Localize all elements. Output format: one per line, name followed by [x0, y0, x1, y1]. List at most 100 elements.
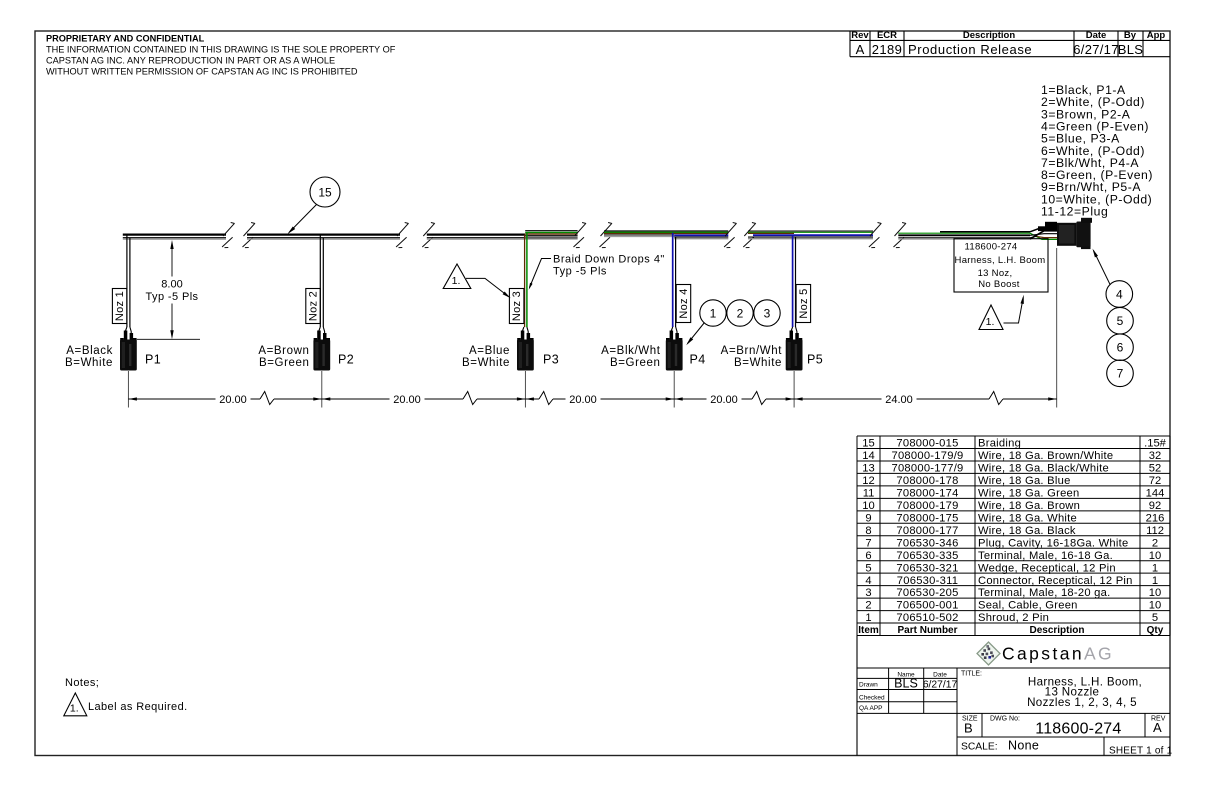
svg-text:13 Noz,: 13 Noz,: [978, 268, 1013, 279]
svg-text:7: 7: [865, 537, 871, 549]
svg-text:Wire, 18 Ga. Brown: Wire, 18 Ga. Brown: [978, 500, 1080, 512]
svg-text:P1: P1: [145, 353, 161, 367]
svg-text:Shroud, 2 Pin: Shroud, 2 Pin: [978, 612, 1049, 624]
svg-text:Seal, Cable, Green: Seal, Cable, Green: [978, 600, 1078, 612]
svg-text:706530-311: 706530-311: [897, 575, 958, 587]
svg-text:3=Brown, P2-A: 3=Brown, P2-A: [1041, 107, 1131, 121]
svg-text:THE INFORMATION CONTAINED IN T: THE INFORMATION CONTAINED IN THIS DRAWIN…: [46, 45, 396, 55]
svg-text:DWG No:: DWG No:: [990, 716, 1020, 723]
svg-text:1: 1: [1152, 562, 1158, 574]
svg-text:708000-179: 708000-179: [896, 500, 958, 512]
svg-text:A=Blue: A=Blue: [469, 345, 510, 357]
svg-text:706530-205: 706530-205: [896, 587, 958, 599]
svg-text:Wire, 18 Ga. Blue: Wire, 18 Ga. Blue: [978, 475, 1071, 487]
svg-text:13: 13: [862, 463, 874, 475]
svg-text:706530-346: 706530-346: [896, 537, 958, 549]
svg-text:Drawn: Drawn: [859, 682, 878, 689]
svg-text:5: 5: [1117, 314, 1124, 328]
svg-text:9=Brn/Wht, P5-A: 9=Brn/Wht, P5-A: [1041, 180, 1141, 194]
svg-text:SHEET 1 of 1: SHEET 1 of 1: [1109, 745, 1173, 756]
svg-text:WITHOUT WRITTEN PERMISSION OF: WITHOUT WRITTEN PERMISSION OF CAPSTAN AG…: [46, 67, 358, 77]
svg-text:14: 14: [862, 450, 874, 462]
svg-text:Harness, L.H. Boom,: Harness, L.H. Boom,: [1028, 675, 1142, 688]
svg-text:5: 5: [1152, 612, 1158, 624]
svg-text:B=Green: B=Green: [610, 357, 661, 369]
svg-text:6=White, (P-Odd): 6=White, (P-Odd): [1041, 144, 1145, 158]
svg-text:Label as Required.: Label as Required.: [88, 701, 188, 713]
svg-text:12: 12: [862, 475, 874, 487]
svg-text:2: 2: [1152, 537, 1158, 549]
svg-text:Item: Item: [858, 625, 879, 636]
svg-text:Connector, Receptical, 12 Pin: Connector, Receptical, 12 Pin: [978, 575, 1133, 587]
svg-text:3: 3: [764, 306, 771, 320]
svg-text:B: B: [964, 721, 973, 736]
svg-text:Description: Description: [963, 30, 1015, 41]
svg-text:B=White: B=White: [65, 357, 113, 369]
svg-text:11: 11: [863, 487, 875, 499]
svg-text:5: 5: [865, 562, 871, 574]
svg-text:P3: P3: [543, 353, 559, 367]
svg-text:Qty: Qty: [1147, 625, 1164, 636]
svg-text:None: None: [1008, 739, 1039, 753]
svg-text:4=Green (P-Even): 4=Green (P-Even): [1041, 119, 1149, 133]
svg-text:Plug, Cavity, 16-18Ga. White: Plug, Cavity, 16-18Ga. White: [978, 537, 1128, 549]
svg-text:708000-177: 708000-177: [896, 525, 958, 537]
svg-text:706510-502: 706510-502: [896, 612, 958, 624]
svg-text:15: 15: [862, 438, 874, 450]
svg-text:Description: Description: [1029, 625, 1084, 636]
svg-text:CapstanAG: CapstanAG: [1002, 644, 1114, 664]
svg-text:Name: Name: [897, 671, 915, 678]
svg-text:REV: REV: [1151, 716, 1166, 723]
svg-text:Typ -5 Pls: Typ -5 Pls: [146, 291, 199, 303]
svg-text:.15#: .15#: [1144, 438, 1167, 450]
svg-text:4: 4: [1116, 287, 1123, 301]
svg-text:4: 4: [865, 575, 871, 587]
svg-text:8: 8: [865, 525, 871, 537]
svg-text:6: 6: [1117, 341, 1124, 355]
svg-text:BLS: BLS: [1118, 42, 1144, 57]
svg-text:7: 7: [1117, 367, 1124, 381]
svg-text:Wire, 18 Ga. Green: Wire, 18 Ga. Green: [978, 487, 1080, 499]
svg-text:7=Blk/Wht, P4-A: 7=Blk/Wht, P4-A: [1041, 156, 1139, 170]
svg-text:A=Brown: A=Brown: [258, 345, 309, 357]
svg-text:706530-321: 706530-321: [896, 562, 958, 574]
svg-text:Wire, 18 Ga. White: Wire, 18 Ga. White: [978, 512, 1077, 524]
svg-text:708000-015: 708000-015: [896, 438, 958, 450]
svg-text:1: 1: [1152, 575, 1158, 587]
svg-text:By: By: [1124, 30, 1137, 41]
svg-text:A: A: [856, 42, 865, 57]
svg-text:Noz 5: Noz 5: [798, 288, 810, 318]
svg-text:Wire, 18 Ga. Black: Wire, 18 Ga. Black: [978, 525, 1076, 537]
svg-text:SIZE: SIZE: [962, 716, 978, 723]
svg-text:8=Green, (P-Even): 8=Green, (P-Even): [1041, 168, 1153, 182]
svg-text:708000-178: 708000-178: [896, 475, 958, 487]
svg-text:5=Blue, P3-A: 5=Blue, P3-A: [1041, 132, 1120, 146]
svg-text:Wedge, Receptical, 12 Pin: Wedge, Receptical, 12 Pin: [978, 562, 1116, 574]
svg-text:Noz 2: Noz 2: [308, 291, 320, 321]
svg-text:2=White, (P-Odd): 2=White, (P-Odd): [1041, 95, 1145, 109]
svg-text:P5: P5: [807, 353, 823, 367]
svg-text:QA APP: QA APP: [859, 705, 883, 712]
svg-text:118600-274: 118600-274: [1035, 720, 1121, 737]
svg-text:Rev: Rev: [851, 30, 869, 41]
svg-text:708000-175: 708000-175: [896, 512, 958, 524]
svg-text:20.00: 20.00: [393, 394, 421, 406]
svg-text:10: 10: [1149, 550, 1161, 562]
svg-text:1: 1: [865, 612, 871, 624]
svg-text:216: 216: [1146, 512, 1165, 524]
svg-text:B=White: B=White: [462, 357, 510, 369]
svg-text:92: 92: [1149, 500, 1161, 512]
svg-text:72: 72: [1149, 475, 1161, 487]
svg-text:Noz 1: Noz 1: [114, 291, 126, 321]
svg-text:20.00: 20.00: [569, 394, 597, 406]
svg-text:Wire, 18 Ga. Brown/White: Wire, 18 Ga. Brown/White: [978, 450, 1113, 462]
svg-text:P2: P2: [338, 353, 354, 367]
svg-text:P4: P4: [690, 353, 706, 367]
svg-text:10: 10: [862, 500, 874, 512]
svg-text:118600-274: 118600-274: [964, 242, 1017, 253]
svg-text:ECR: ECR: [877, 30, 897, 41]
svg-text:1: 1: [710, 306, 717, 320]
svg-text:Braiding: Braiding: [978, 438, 1021, 450]
svg-text:App: App: [1147, 30, 1166, 41]
svg-text:1.: 1.: [986, 316, 995, 328]
